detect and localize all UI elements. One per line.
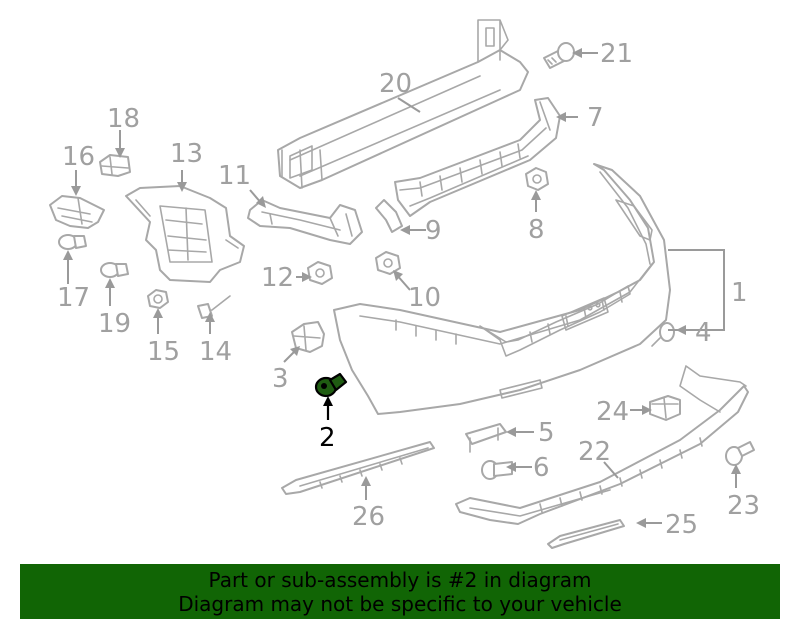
part-4-grommet[interactable] [651,322,675,347]
part-20-reinforcement-beam[interactable] [277,19,529,189]
callout-labels: 1 2 3 4 5 6 7 8 9 10 11 12 13 14 15 16 1… [57,39,760,540]
callout-1: 1 [731,278,748,308]
part-19-bolt[interactable] [100,262,129,278]
callout-14: 14 [199,337,232,367]
callout-19: 19 [98,309,131,339]
callout-5: 5 [538,418,555,448]
part-9-clip[interactable] [375,199,403,233]
callout-12: 12 [261,263,294,293]
part-23-screw[interactable] [725,441,755,466]
callout-11: 11 [218,161,251,191]
callout-16: 16 [62,142,95,172]
part-12-nut[interactable] [307,261,333,285]
part-21-bolt[interactable] [543,42,575,69]
leader-lines [63,48,741,528]
part-11-bracket[interactable] [247,199,363,245]
callout-4: 4 [695,318,712,348]
callout-22: 22 [578,437,611,467]
part-5-bracket[interactable] [465,423,507,453]
part-18-clip[interactable] [99,154,131,177]
callout-21: 21 [600,39,633,69]
part-6-screw[interactable] [481,460,513,480]
part-25-reflector[interactable] [547,519,625,549]
part-16-guide[interactable] [49,195,105,229]
callout-24: 24 [596,397,629,427]
callout-9: 9 [425,216,442,246]
part-17-bolt[interactable] [58,234,87,250]
callout-18: 18 [107,104,140,134]
part-8-nut[interactable] [525,167,549,191]
callout-13: 13 [170,139,203,169]
info-banner: Part or sub-assembly is #2 in diagram Di… [20,564,780,619]
part-2-bolt-highlighted[interactable] [314,372,348,398]
callout-10: 10 [408,283,441,313]
banner-line-part-info: Part or sub-assembly is #2 in diagram [208,568,592,592]
callout-2-highlighted: 2 [319,423,336,453]
callout-23: 23 [727,491,760,521]
part-22-lower-valance[interactable] [455,365,749,525]
part-26-molding[interactable] [281,441,435,495]
banner-line-disclaimer: Diagram may not be specific to your vehi… [178,592,622,616]
callout-6: 6 [533,453,550,483]
part-13-side-bracket[interactable] [125,185,245,283]
callout-20: 20 [379,69,412,99]
callout-8: 8 [528,215,545,245]
callout-15: 15 [147,337,180,367]
callout-7: 7 [587,103,604,133]
callout-25: 25 [665,510,698,540]
part-1-bumper-cover[interactable] [333,163,671,415]
part-10-nut[interactable] [375,251,401,275]
callout-17: 17 [57,283,90,313]
callout-26: 26 [352,502,385,532]
part-24-bracket[interactable] [649,395,681,421]
callout-3: 3 [272,364,289,394]
part-15-nut[interactable] [147,289,169,309]
part-14-pin[interactable] [197,295,231,319]
